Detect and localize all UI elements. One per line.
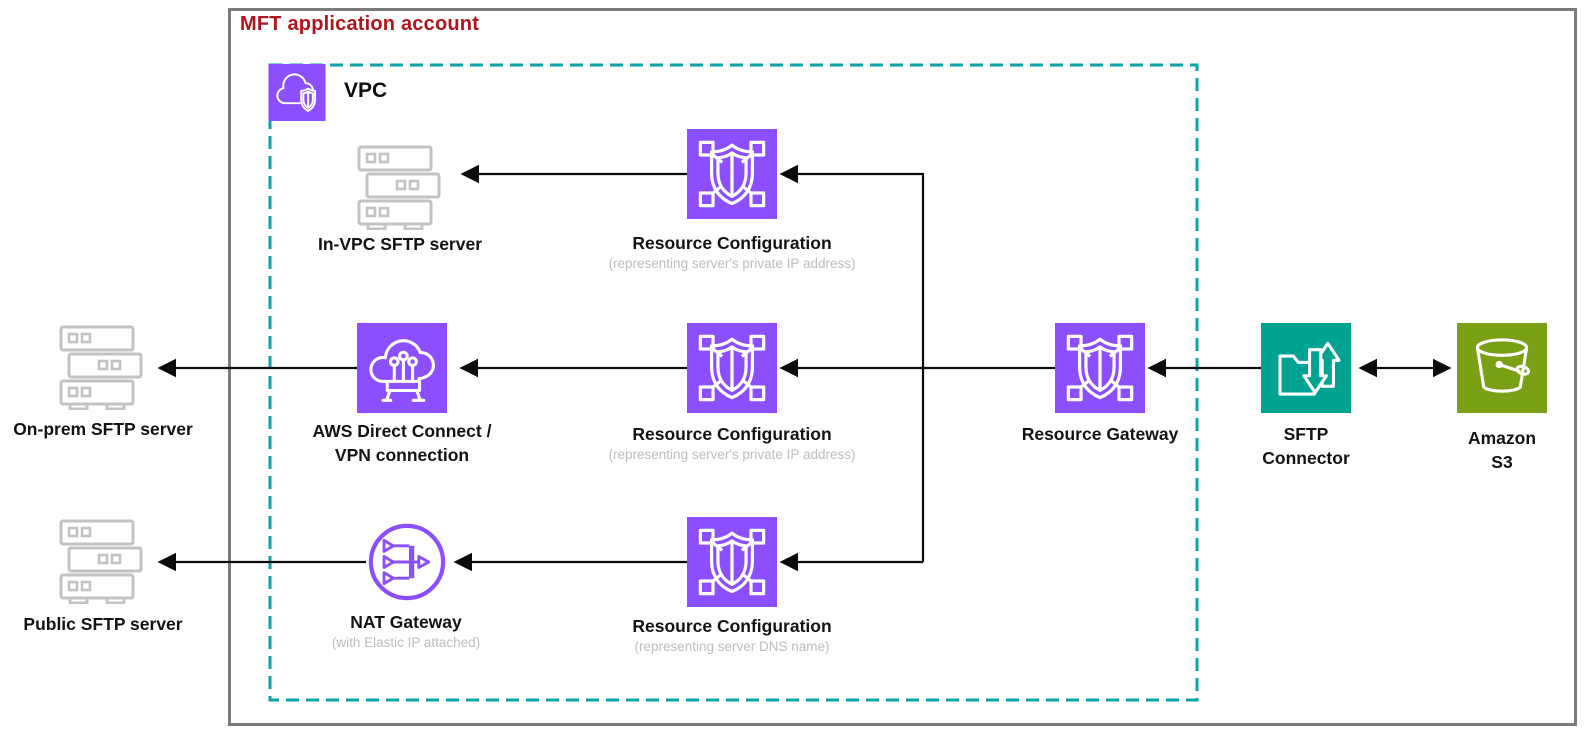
sftp-connector-label: SFTP Connector [1262,424,1350,469]
vpc-boundary [268,63,1199,702]
resource-gateway-icon [1055,323,1145,413]
resource-configuration-private-ip-2-icon [687,323,777,413]
resource-gateway-label: Resource Gateway [1021,424,1179,444]
in-vpc-sftp-server-label: In-VPC SFTP server [317,234,483,254]
public-sftp-server-icon [56,518,148,604]
sftp-connector-icon [1261,323,1351,413]
nat-gateway-subtitle: (with Elastic IP attached) [331,635,481,650]
amazon-s3-label: Amazon S3 [1467,428,1537,473]
resource-configuration-dns-icon [687,517,777,607]
nat-gateway-label: NAT Gateway [350,612,462,632]
in-vpc-sftp-server-icon [354,144,446,230]
account-title: MFT application account [240,13,480,35]
resource-configuration-dns-subtitle: (representing server DNS name) [634,639,830,654]
public-sftp-server-label: Public SFTP server [23,614,183,634]
resource-configuration-private-ip-2-label: Resource Configuration [632,424,832,444]
direct-connect-vpn-label: AWS Direct Connect / VPN connection [312,421,492,466]
resource-configuration-private-ip-1-subtitle: (representing server's private IP addres… [608,256,856,271]
vpc-label: VPC [344,79,388,102]
resource-configuration-private-ip-2-subtitle: (representing server's private IP addres… [608,447,856,462]
resource-configuration-dns-label: Resource Configuration [632,616,832,636]
on-prem-sftp-server-label: On-prem SFTP server [13,419,193,439]
nat-gateway-icon [365,520,449,604]
resource-configuration-private-ip-1-label: Resource Configuration [632,233,832,253]
amazon-s3-icon [1457,323,1547,413]
vpc-icon [268,64,326,121]
on-prem-sftp-server-icon [56,324,148,410]
resource-configuration-private-ip-1-icon [687,129,777,219]
direct-connect-vpn-icon [357,323,447,413]
